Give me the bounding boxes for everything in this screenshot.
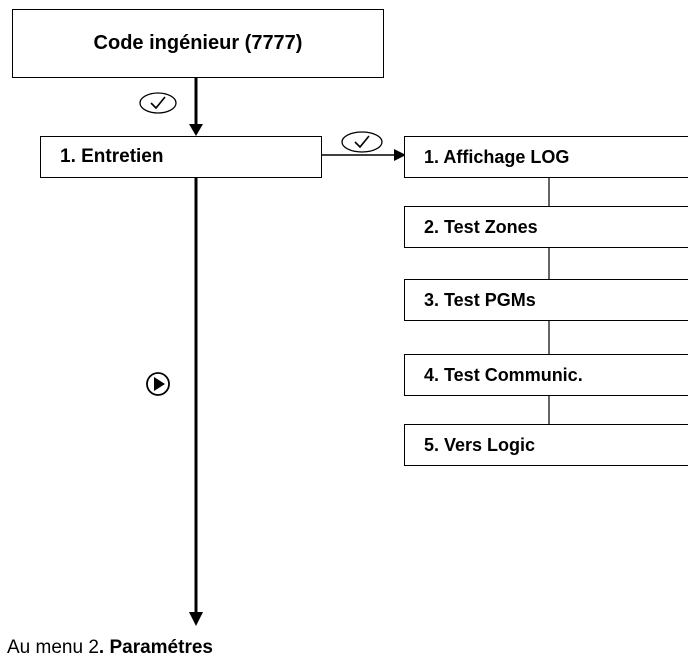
submenu-item-label: 4. Test Communic. <box>424 364 583 385</box>
next-menu-caption-title: . Paramétres <box>98 637 213 658</box>
next-menu-caption-prefix: Au menu 2 <box>7 637 99 658</box>
entretien-to-next-menu-arrowhead <box>189 612 203 626</box>
submenu-item-affichage-log: 1. Affichage LOG <box>404 136 688 178</box>
submenu-item-label: 2. Test Zones <box>424 216 538 237</box>
menu-entretien-label: 1. Entretien <box>60 146 164 167</box>
submenu-item-label: 1. Affichage LOG <box>424 146 570 167</box>
submenu-item-test-communic: 4. Test Communic. <box>404 354 688 396</box>
next-menu-caption: Au menu 2. Paramétres <box>7 637 213 659</box>
check-button-icon <box>341 131 383 153</box>
next-arrow-button-icon <box>146 372 170 396</box>
engineer-code-label: Code ingénieur (7777) <box>93 32 303 54</box>
submenu-item-label: 3. Test PGMs <box>424 289 536 310</box>
submenu-item-test-zones: 2. Test Zones <box>404 206 688 248</box>
engineer-code-box: Code ingénieur (7777) <box>12 9 384 78</box>
submenu-item-test-pgms: 3. Test PGMs <box>404 279 688 321</box>
menu-entretien-box: 1. Entretien <box>40 136 322 178</box>
entretien-to-submenu-arrowhead <box>394 149 406 161</box>
check-button-icon <box>139 92 177 114</box>
root-to-entretien-arrowhead <box>189 124 203 136</box>
submenu-item-label: 5. Vers Logic <box>424 434 536 455</box>
submenu-item-vers-logic: 5. Vers Logic <box>404 424 688 466</box>
